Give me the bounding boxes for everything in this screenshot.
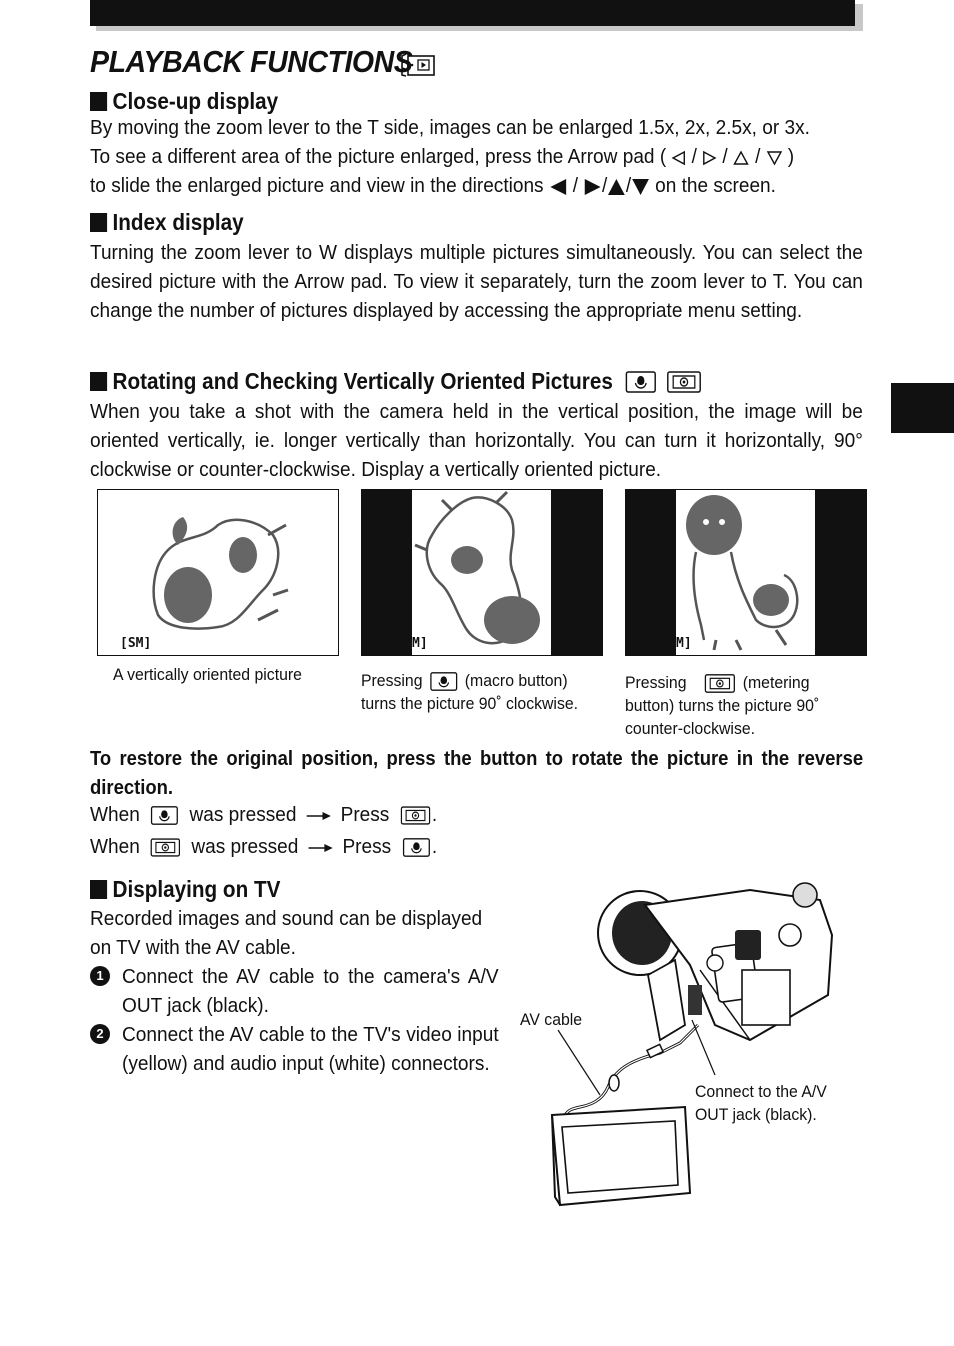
tv-step-2-text: Connect the AV cable to the TV's video i…: [122, 1023, 499, 1075]
arrow-right-solid-icon: [584, 178, 601, 195]
step-number-icon: 2: [90, 1024, 110, 1044]
metering-button-icon: [400, 806, 430, 825]
when-label: When: [90, 803, 140, 826]
dog-rotated-image: [152, 517, 289, 630]
metering-button-icon: [150, 838, 181, 857]
closeup-line-2-close: ): [787, 145, 795, 168]
section-bullet-icon: [90, 92, 108, 111]
caption-vertical: A vertically oriented picture: [113, 665, 302, 684]
section-bullet-icon: [90, 880, 108, 899]
av-cable-label: AV cable: [520, 1010, 583, 1029]
press-label: Press: [342, 835, 392, 858]
arrow-right-icon: [308, 843, 333, 852]
closeup-line-2-text: To see a different area of the picture e…: [90, 145, 667, 168]
frame-mode-label: M]: [412, 636, 428, 651]
when-macro-line: When was pressed Press .: [90, 803, 437, 827]
arrow-down-outline-icon: [766, 150, 782, 166]
frame-mode-label: M]: [676, 636, 692, 651]
av-jack-label: Connect to the A/V OUT jack (black).: [695, 1080, 827, 1126]
caption-counterclockwise: Pressing (metering button) turns the pic…: [625, 671, 819, 740]
index-paragraph: Turning the zoom lever to W displays mul…: [90, 238, 863, 325]
arrow-right-outline-icon: [703, 150, 717, 165]
tv-step-1: 1 Connect the AV cable to the camera's A…: [90, 962, 499, 1020]
arrow-left-outline-icon: [671, 150, 686, 165]
arrow-down-solid-icon: [632, 178, 649, 195]
index-heading-text: Index display: [112, 209, 244, 235]
closeup-heading: Close-up display: [90, 88, 278, 115]
caption-clockwise-button: (macro button): [464, 671, 568, 690]
closeup-line-3-end: on the screen.: [655, 174, 776, 197]
press-label: Press: [340, 803, 390, 826]
when-metering-line: When was pressed Press .: [90, 835, 437, 859]
closeup-line-2: To see a different area of the picture e…: [90, 145, 795, 168]
dog-clockwise-image: [414, 490, 540, 645]
macro-button-icon: [430, 672, 458, 691]
rotate-heading: Rotating and Checking Vertically Oriente…: [90, 368, 701, 395]
frame-mode-label: [SM]: [120, 636, 152, 651]
macro-button-icon: [151, 806, 179, 825]
restore-instruction-text: To restore the original position, press …: [90, 747, 864, 799]
was-pressed-label: was pressed: [191, 835, 299, 858]
av-jack-label-2: OUT jack (black).: [695, 1105, 817, 1124]
step-number-icon: 1: [90, 966, 110, 986]
closeup-heading-text: Close-up display: [112, 88, 279, 114]
tv-step-2: 2 Connect the AV cable to the TV's video…: [90, 1020, 499, 1107]
av-jack-label-1: Connect to the A/V: [695, 1082, 827, 1101]
caption-ccw-button: (metering: [742, 673, 810, 692]
arrow-up-outline-icon: [733, 150, 750, 165]
macro-button-icon: [402, 838, 430, 857]
playback-mode-icon: [401, 53, 435, 77]
tv-heading-text: Displaying on TV: [112, 876, 281, 902]
header-bar-shadow: [96, 26, 863, 31]
macro-button-icon: [625, 370, 656, 393]
tv-paragraph-text: Recorded images and sound can be display…: [90, 907, 483, 959]
rotate-paragraph: When you take a shot with the camera hel…: [90, 397, 863, 484]
caption-ccw-pressing: Pressing: [625, 673, 687, 692]
rotate-paragraph-text: When you take a shot with the camera hel…: [90, 400, 863, 481]
arrow-up-solid-icon: [608, 178, 625, 195]
section-bullet-icon: [90, 213, 108, 232]
counterclockwise-picture-frame: M]: [625, 489, 867, 656]
tv-paragraph: Recorded images and sound can be display…: [90, 904, 499, 962]
period: .: [431, 835, 438, 858]
clockwise-picture-frame: M]: [361, 489, 603, 656]
closeup-line-1: By moving the zoom lever to the T side, …: [90, 116, 810, 139]
tv-step-1-text: Connect the AV cable to the camera's A/V…: [122, 965, 499, 1017]
caption-clockwise-pressing: Pressing: [361, 671, 423, 690]
metering-button-icon: [704, 674, 735, 693]
when-label: When: [90, 835, 140, 858]
tv-connection-diagram: AV cable Connect to the A/V OUT jack (bl…: [520, 875, 865, 1210]
index-heading: Index display: [90, 209, 244, 236]
vertical-picture-frame: [SM]: [97, 489, 339, 656]
rotate-heading-text: Rotating and Checking Vertically Oriente…: [112, 368, 613, 394]
camera-illustration: [550, 882, 834, 1207]
arrow-left-solid-icon: [550, 178, 567, 195]
index-paragraph-text: Turning the zoom lever to W displays mul…: [90, 241, 863, 322]
header-bar-shadow-side: [855, 4, 863, 31]
restore-instruction: To restore the original position, press …: [90, 744, 863, 802]
caption-clockwise: Pressing (macro button) turns the pictur…: [361, 669, 578, 715]
arrow-right-icon: [306, 811, 331, 820]
was-pressed-label: was pressed: [189, 803, 297, 826]
chapter-tab: [891, 383, 954, 433]
closeup-line-3: to slide the enlarged picture and view i…: [90, 174, 776, 197]
metering-button-icon: [667, 370, 701, 393]
period: .: [431, 803, 438, 826]
closeup-line-3-text: to slide the enlarged picture and view i…: [90, 174, 544, 197]
header-bar: [90, 0, 855, 26]
caption-ccw-result-1: button) turns the picture 90˚: [625, 696, 820, 715]
tv-heading: Displaying on TV: [90, 876, 280, 903]
caption-clockwise-result: turns the picture 90˚ clockwise.: [361, 694, 579, 713]
page-title: PLAYBACK FUNCTIONS: [90, 44, 413, 79]
dog-upright-image: [686, 495, 799, 651]
section-bullet-icon: [90, 372, 108, 391]
caption-ccw-result-2: counter-clockwise.: [625, 719, 756, 738]
